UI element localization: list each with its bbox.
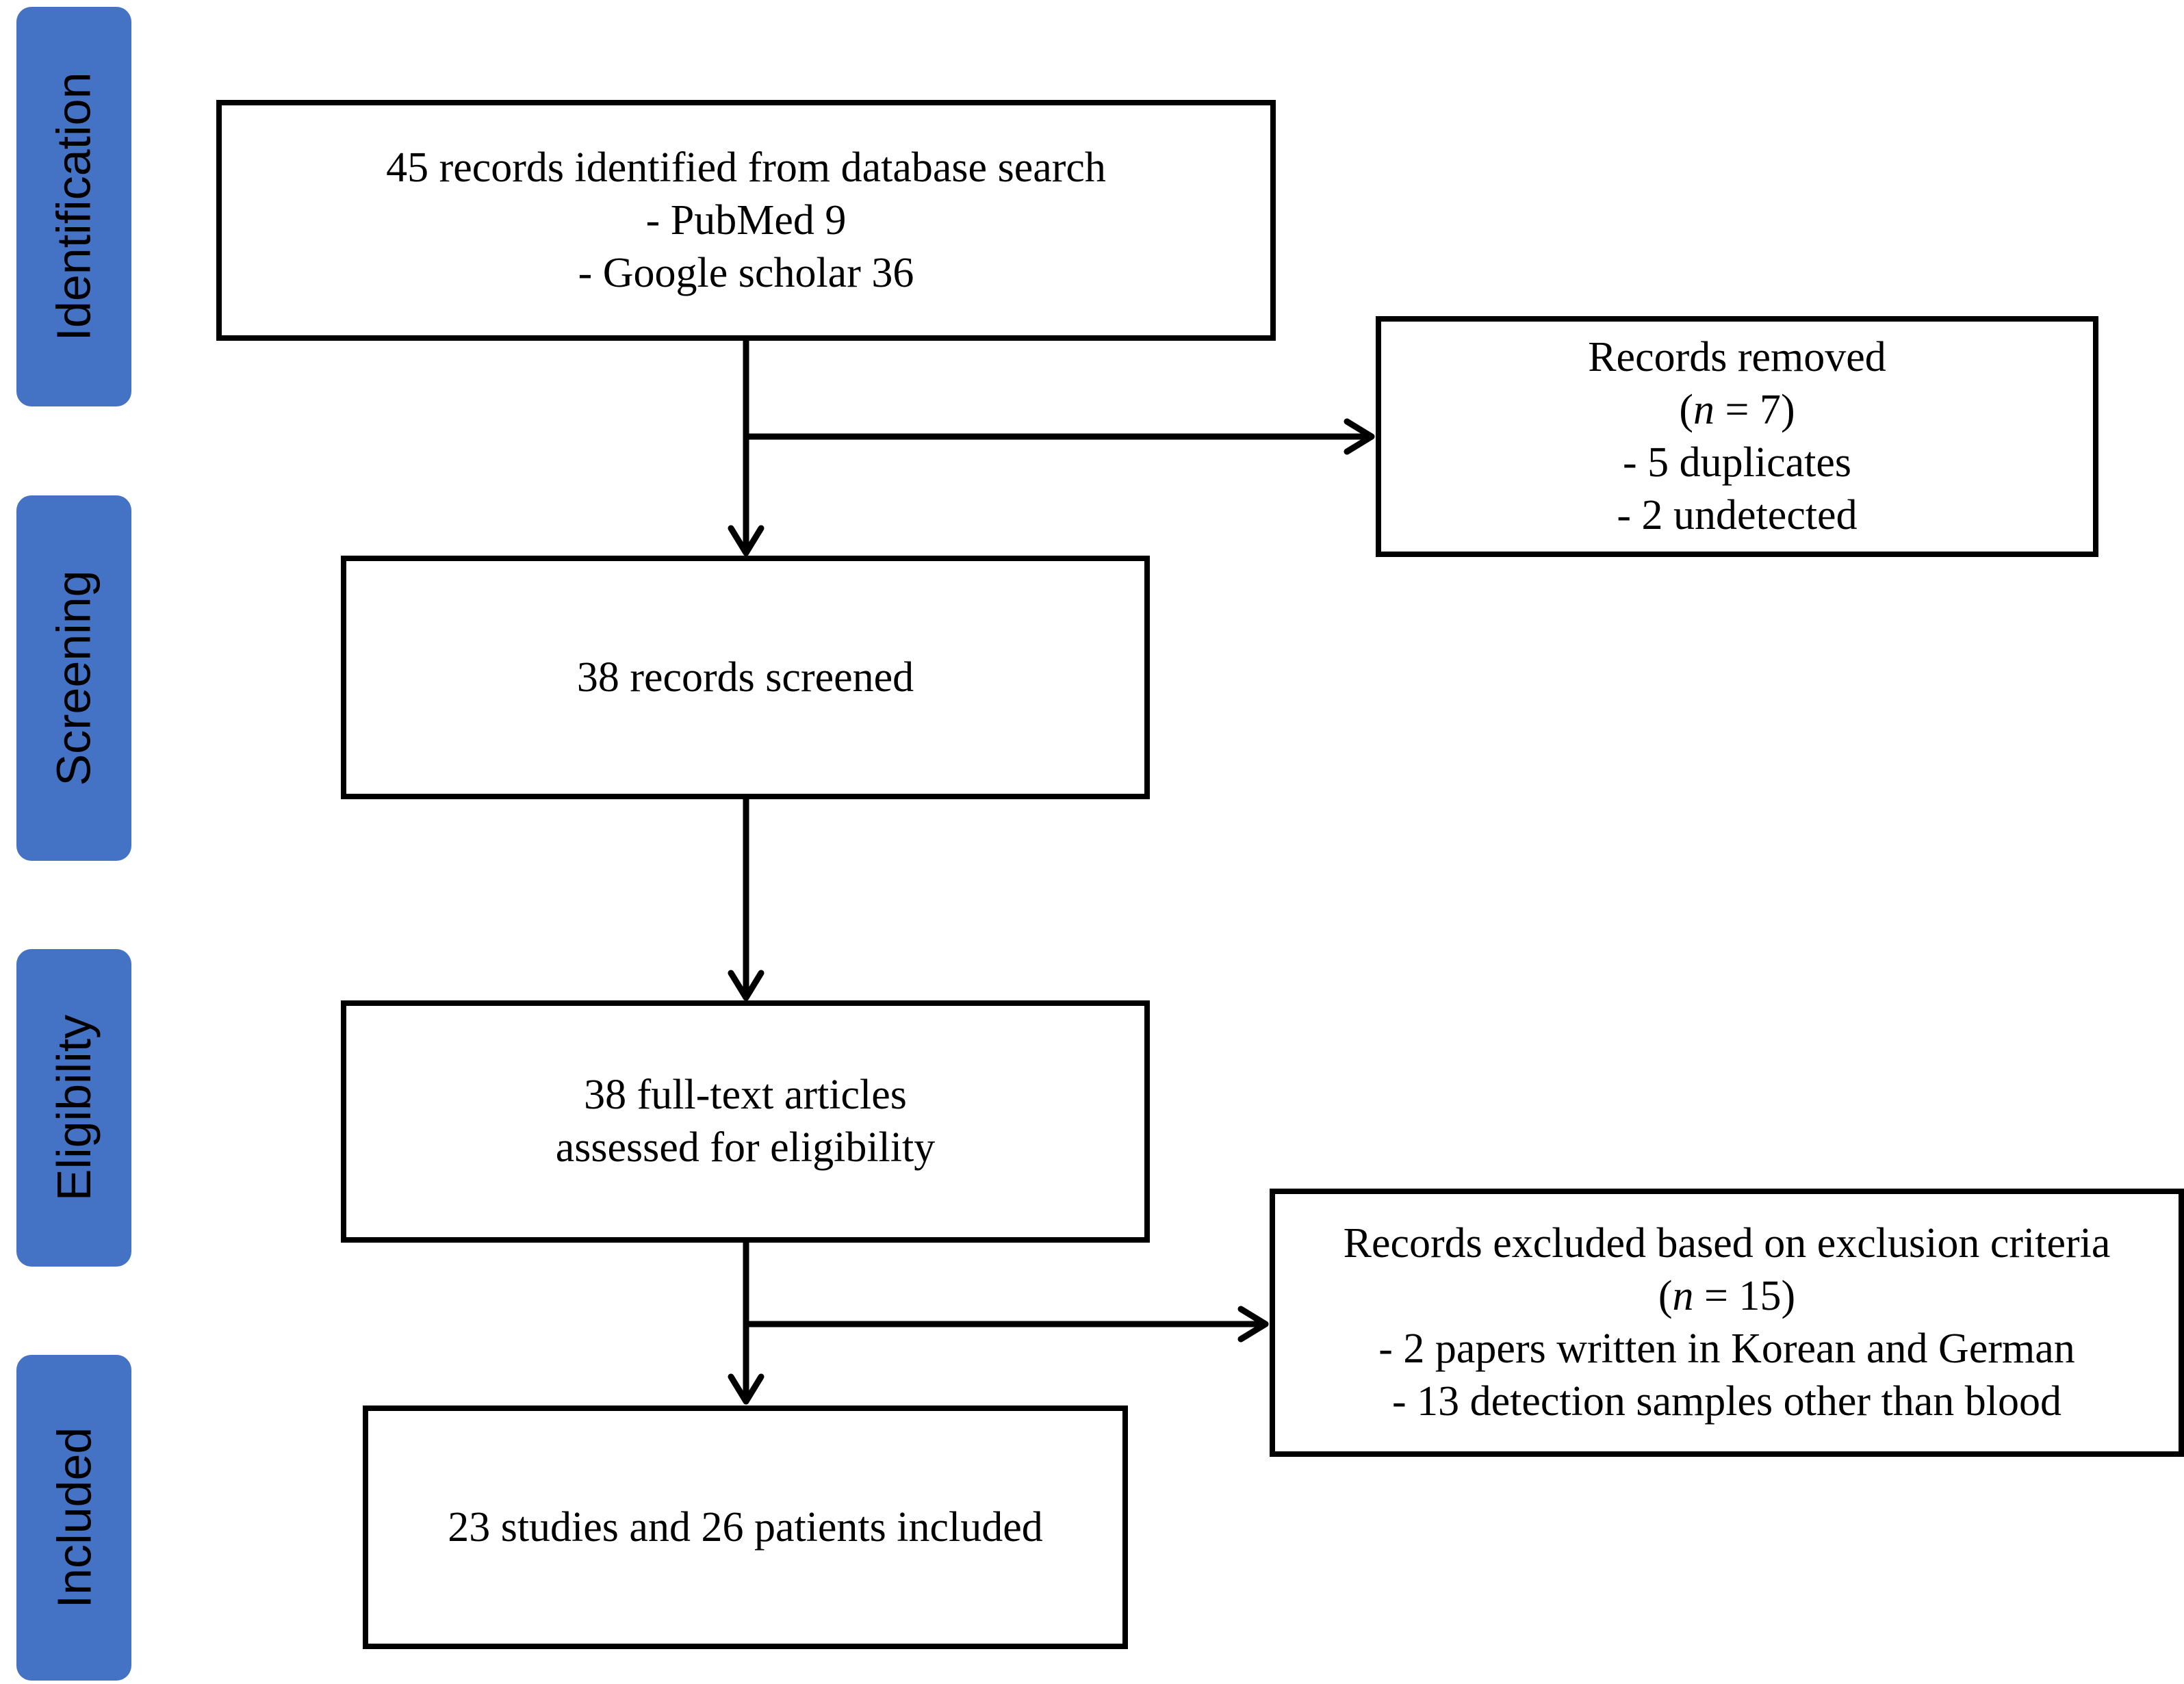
arrowhead-eligibility [728,970,765,1001]
removed-box: Records removed (n = 7) - 5 duplicates -… [1376,316,2098,557]
removed-count: (n = 7) [1679,387,1795,433]
eligibility-line1: 38 full-text articles [584,1072,907,1118]
stage-label-included: Included [16,1355,131,1681]
removed-duplicates: - 5 duplicates [1622,439,1851,486]
removed-title: Records removed [1588,334,1886,380]
excluded-language: - 2 papers written in Korean and German [1378,1325,2075,1372]
stage-label-eligibility: Eligibility [16,949,131,1267]
excluded-count: (n = 15) [1658,1273,1796,1319]
arrowhead-screened [728,525,765,556]
stage-label-identification: Identification [16,7,131,406]
screened-box: 38 records screened [341,556,1150,799]
eligibility-line2: assessed for eligibility [555,1124,936,1171]
identified-total: 45 records identified from database sear… [386,144,1106,191]
stage-label-screening: Screening [16,495,131,861]
arrowhead-removed [1344,418,1375,455]
included-text: 23 studies and 26 patients included [448,1503,1043,1551]
excluded-box: Records excluded based on exclusion crit… [1270,1189,2184,1457]
eligibility-box: 38 full-text articles assessed for eligi… [341,1000,1150,1243]
removed-undetected: - 2 undetected [1617,492,1858,539]
identified-pubmed: - PubMed 9 [645,196,847,244]
identified-box: 45 records identified from database sear… [216,100,1276,341]
arrowhead-included [728,1373,765,1405]
excluded-title: Records excluded based on exclusion crit… [1343,1220,2111,1267]
excluded-samples: - 13 detection samples other than blood [1392,1378,2061,1425]
screened-text: 38 records screened [576,653,914,701]
identified-google-scholar: - Google scholar 36 [578,249,914,296]
arrowhead-excluded [1237,1306,1269,1343]
included-box: 23 studies and 26 patients included [363,1406,1128,1649]
